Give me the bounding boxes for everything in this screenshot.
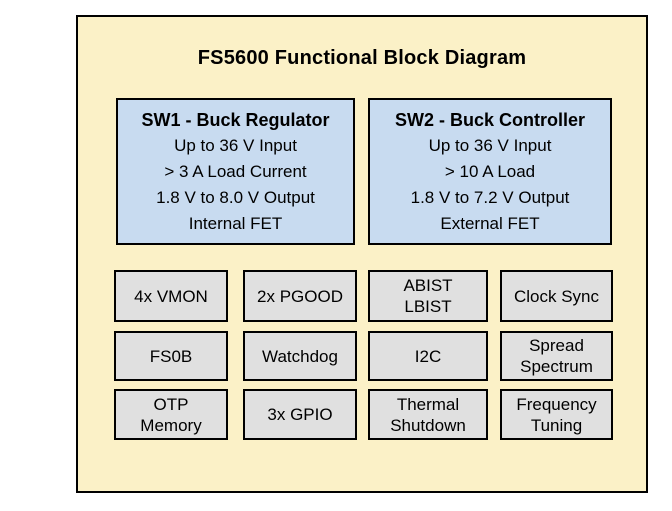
sw1-spec-line: 1.8 V to 8.0 V Output [156, 187, 315, 207]
feature-4x-vmon: 4x VMON [114, 270, 228, 322]
feature-2x-pgood: 2x PGOOD [243, 270, 357, 322]
sw1-spec-line: Up to 36 V Input [174, 135, 297, 155]
sw2-spec-line: > 10 A Load [444, 161, 536, 181]
sw1-spec-line: > 3 A Load Current [164, 161, 307, 181]
sw2-spec-line: 1.8 V to 7.2 V Output [410, 187, 570, 207]
sw1-buck-regulator-block: SW1 - Buck Regulator Up to 36 V Input > … [116, 98, 355, 245]
feature-i2c: I2C [368, 331, 488, 381]
sw1-block-title: SW1 - Buck Regulator [141, 109, 330, 130]
feature-otp-memory: OTP Memory [114, 389, 228, 440]
feature-fs0b: FS0B [114, 331, 228, 381]
feature-3x-gpio: 3x GPIO [243, 389, 357, 440]
diagram-frame: FS5600 Functional Block Diagram SW1 - Bu… [76, 15, 648, 493]
diagram-title: FS5600 Functional Block Diagram [197, 47, 527, 69]
feature-frequency-tuning: Frequency Tuning [500, 389, 613, 440]
feature-thermal-shutdown: Thermal Shutdown [368, 389, 488, 440]
feature-watchdog: Watchdog [243, 331, 357, 381]
sw2-block-title: SW2 - Buck Controller [394, 109, 586, 130]
feature-abist-lbist: ABIST LBIST [368, 270, 488, 322]
sw2-spec-line: Up to 36 V Input [428, 135, 552, 155]
feature-spread-spectrum: Spread Spectrum [500, 331, 613, 381]
feature-clock-sync: Clock Sync [500, 270, 613, 322]
sw2-spec-line: External FET [440, 213, 540, 233]
sw1-spec-line: Internal FET [188, 213, 283, 233]
sw2-buck-controller-block: SW2 - Buck Controller Up to 36 V Input >… [368, 98, 612, 245]
